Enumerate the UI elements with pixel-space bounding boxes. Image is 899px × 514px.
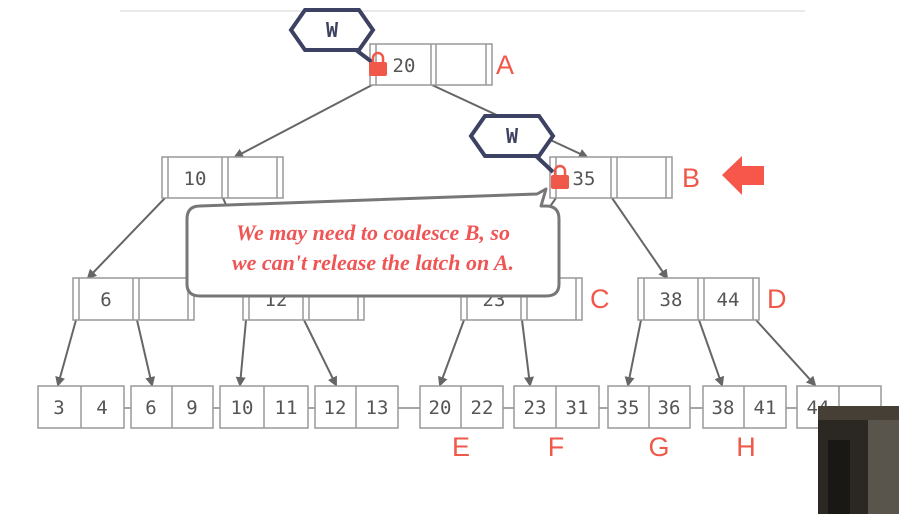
- node-10: 10: [161, 156, 284, 199]
- leaf-6-key-2: 31: [566, 397, 589, 419]
- leaf-labels: E F G H: [452, 432, 756, 462]
- leaf-5-key-2: 22: [471, 397, 494, 419]
- lock-icon: [551, 164, 569, 189]
- edge-6-leaf2: [136, 319, 156, 387]
- node-b-label: B: [682, 163, 700, 193]
- edge-6-leaf1: [55, 319, 77, 387]
- callout-line-1: We may need to coalesce B, so: [236, 220, 510, 245]
- leaf-1-key-1: 3: [53, 397, 64, 419]
- edge-b-d: [611, 197, 669, 280]
- latch-b-mode: W: [506, 124, 519, 148]
- leaf-2-key-1: 6: [145, 397, 156, 419]
- leaf-1-key-2: 4: [96, 397, 107, 419]
- edge-c-leaf6: [521, 319, 534, 387]
- leaf-7-key-2: 36: [658, 397, 681, 419]
- edge-10-6: [86, 197, 166, 280]
- leaf-2-key-2: 9: [186, 397, 197, 419]
- leaf-7-key-1: 35: [617, 397, 640, 419]
- node-d-key-1: 38: [660, 289, 683, 311]
- edge-d-leaf8: [698, 319, 725, 387]
- edge-c-leaf5: [438, 319, 465, 387]
- leaf-4-key-2: 13: [366, 397, 389, 419]
- leaf-h-label: H: [736, 432, 756, 462]
- node-a-key-1: 20: [393, 55, 416, 77]
- node-d-key-2: 44: [717, 289, 740, 311]
- leaf-6-key-1: 23: [524, 397, 547, 419]
- current-node-arrow-icon: [722, 156, 764, 195]
- node-d-label: D: [767, 284, 787, 314]
- node-d: 38 44: [637, 277, 760, 321]
- leaf-keys: 3 4 6 9 10 11 12 13 20 22 23 31 35 36 38…: [53, 397, 829, 419]
- edge-12-leaf4: [303, 319, 337, 387]
- edge-12-leaf3: [235, 319, 247, 387]
- leaf-g-label: G: [648, 432, 669, 462]
- edge-d-leaf7: [624, 319, 642, 387]
- leaf-3-key-2: 11: [275, 397, 298, 419]
- leaf-8-key-2: 41: [754, 397, 777, 419]
- callout-line-2: we can't release the latch on A.: [232, 250, 514, 275]
- node-a-label: A: [496, 50, 514, 80]
- node-6: 6: [72, 277, 195, 321]
- leaf-3-key-1: 10: [231, 397, 254, 419]
- leaf-f-label: F: [548, 432, 565, 462]
- latch-w-on-b: W: [468, 114, 556, 174]
- latch-a-mode: W: [326, 18, 339, 42]
- node-c-label: C: [590, 284, 610, 314]
- leaf-4-key-1: 12: [324, 397, 347, 419]
- leaf-8-key-1: 38: [712, 397, 735, 419]
- leaf-5-key-1: 20: [429, 397, 452, 419]
- edge-a-left: [233, 84, 373, 158]
- presenter-video-thumbnail: [818, 406, 899, 514]
- node-b-key-1: 35: [573, 168, 596, 190]
- leaf-e-label: E: [452, 432, 470, 462]
- edge-d-leaf9: [755, 319, 817, 387]
- callout-bubble: We may need to coalesce B, so we can't r…: [185, 187, 561, 298]
- node-6-key-1: 6: [100, 289, 111, 311]
- node-10-key-1: 10: [184, 168, 207, 190]
- lock-icon: [369, 51, 387, 76]
- node-b: 35: [549, 156, 673, 199]
- latch-w-on-a: W: [288, 8, 376, 64]
- node-a: 20: [369, 43, 493, 86]
